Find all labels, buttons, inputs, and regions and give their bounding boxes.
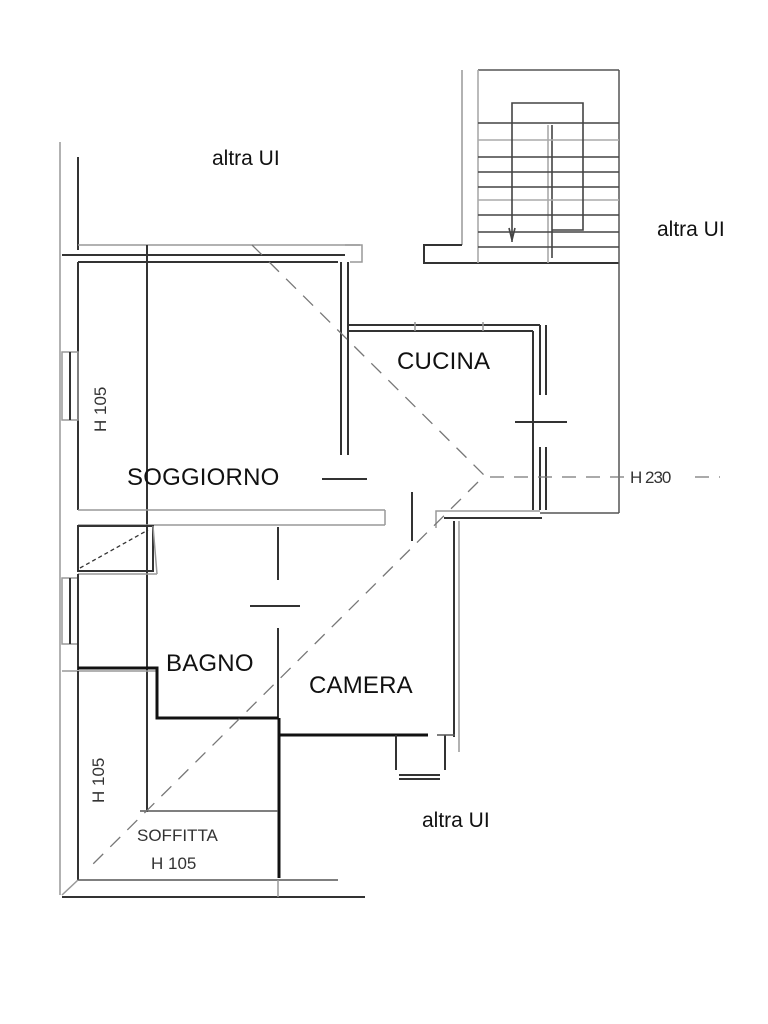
- neighbor-label-bottom: altra UI: [422, 809, 490, 832]
- height-label-section: H 230: [630, 468, 671, 487]
- room-label-soffitta: SOFFITTA: [137, 826, 218, 845]
- room-label-camera: CAMERA: [309, 672, 413, 699]
- soggiorno-cucina-wall: [340, 262, 540, 455]
- room-label-soggiorno: SOGGIORNO: [127, 464, 280, 491]
- bagno-walls: [62, 527, 300, 720]
- height-label-soffitta: H 105: [151, 854, 197, 873]
- room-label-bagno: BAGNO: [166, 650, 254, 677]
- cucina-right-wall: [515, 325, 567, 510]
- storage-closet: [77, 525, 158, 575]
- top-wall: [62, 244, 363, 263]
- soggiorno-left-wall: [61, 262, 79, 510]
- section-lines: [91, 244, 720, 866]
- left-window-lower: [61, 574, 79, 670]
- height-label-left-lower-wall: H 105: [89, 757, 108, 803]
- neighbor-label-top: altra UI: [212, 147, 280, 170]
- neighbor-label-right: altra UI: [657, 218, 725, 241]
- left-outer-wall: [59, 142, 79, 895]
- room-label-cucina: CUCINA: [397, 348, 491, 375]
- height-label-soggiorno-wall: H 105: [91, 386, 110, 432]
- soffitta-walls: [61, 671, 365, 898]
- camera-walls: [277, 521, 460, 878]
- stairwell[interactable]: [423, 69, 620, 513]
